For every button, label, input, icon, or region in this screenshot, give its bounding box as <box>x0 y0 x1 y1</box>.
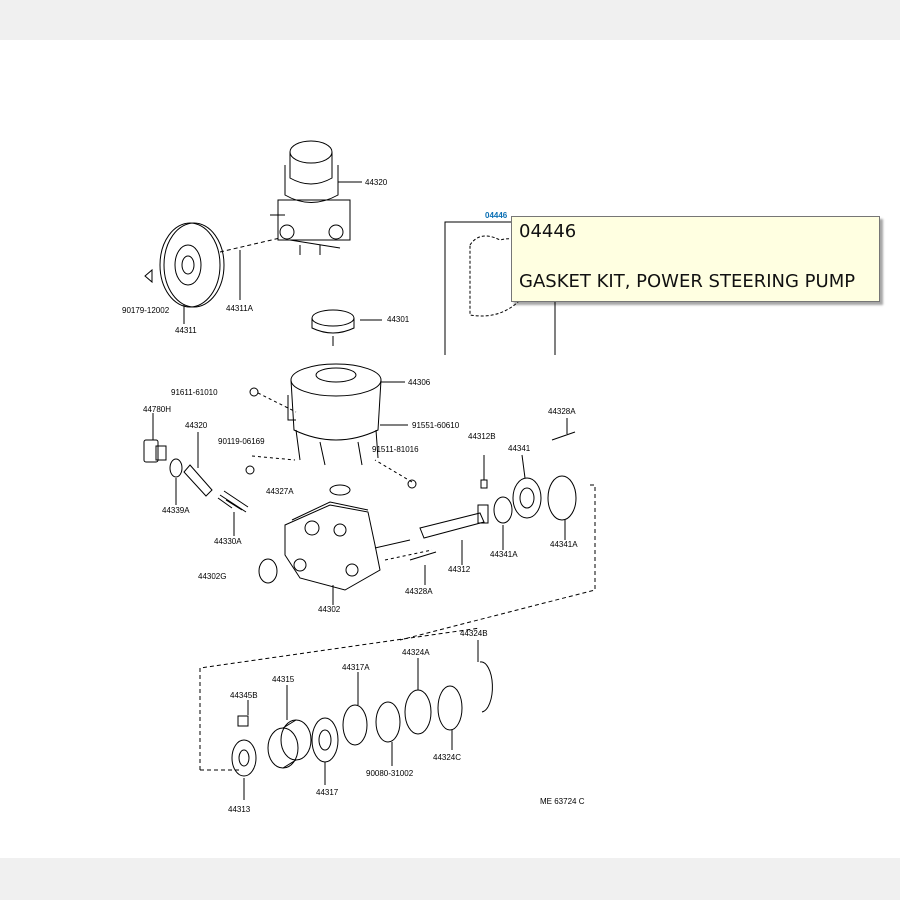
pump-body[interactable] <box>284 501 411 591</box>
o-ring-44341A[interactable] <box>547 475 577 521</box>
label-44330A[interactable]: 44330A <box>214 537 242 546</box>
o-ring-44317A[interactable] <box>342 704 368 746</box>
label-91551[interactable]: 91551-60610 <box>412 421 460 430</box>
seal-44302G[interactable] <box>258 558 278 584</box>
flow-control-valve[interactable] <box>183 464 213 497</box>
label-44324B[interactable]: 44324B <box>460 629 488 638</box>
diagram-canvas: 44320 44311A 44311 90179-12002 44301 443… <box>0 40 900 858</box>
snap-ring-44324B[interactable] <box>479 661 493 713</box>
label-44312[interactable]: 44312 <box>448 565 471 574</box>
label-44341[interactable]: 44341 <box>508 444 531 453</box>
label-44312B[interactable]: 44312B <box>468 432 496 441</box>
label-44317A[interactable]: 44317A <box>342 663 370 672</box>
key-44312B[interactable] <box>480 479 488 489</box>
label-44339A[interactable]: 44339A <box>162 506 190 515</box>
label-44780h[interactable]: 44780H <box>143 405 171 414</box>
parts-exploded-diagram: 44320 44311A 44311 90179-12002 44301 443… <box>122 140 596 814</box>
label-44328A-top[interactable]: 44328A <box>548 407 576 416</box>
label-44313[interactable]: 44313 <box>228 805 251 814</box>
label-44311A[interactable]: 44311A <box>226 304 254 313</box>
shaft-44312[interactable] <box>419 504 489 539</box>
label-04446-link[interactable]: 04446 <box>485 211 508 220</box>
label-90179[interactable]: 90179-12002 <box>122 306 170 315</box>
label-44324C[interactable]: 44324C <box>433 753 461 762</box>
label-44317[interactable]: 44317 <box>316 788 339 797</box>
label-44324A[interactable]: 44324A <box>402 648 430 657</box>
label-90080[interactable]: 90080-31002 <box>366 769 414 778</box>
tooltip-part-description: GASKET KIT, POWER STEERING PUMP <box>519 271 856 292</box>
ring-44324A[interactable] <box>404 689 432 735</box>
label-44327A[interactable]: 44327A <box>266 487 294 496</box>
bearing-44341[interactable] <box>512 477 542 519</box>
figure-reference: ME 63724 C <box>540 797 585 806</box>
label-44302[interactable]: 44302 <box>318 605 341 614</box>
label-91611[interactable]: 91611-61010 <box>171 388 218 397</box>
ring-44324C[interactable] <box>437 685 463 731</box>
pin-44328A[interactable] <box>551 431 576 441</box>
spring-44330A[interactable] <box>217 490 249 513</box>
snap-ring-44341A[interactable] <box>493 496 513 524</box>
reservoir-cap[interactable] <box>311 309 355 346</box>
gasket-44327A[interactable] <box>329 484 351 496</box>
cam-ring-44317[interactable] <box>311 717 339 763</box>
label-44302G[interactable]: 44302G <box>198 572 226 581</box>
reservoir-tank[interactable] <box>287 363 382 466</box>
label-91511[interactable]: 91511-81016 <box>372 445 419 454</box>
union-fitting[interactable] <box>143 439 167 463</box>
label-44341A[interactable]: 44341A <box>490 550 518 559</box>
pump-assembly-upper[interactable] <box>270 140 351 255</box>
pulley-nut[interactable] <box>144 268 153 284</box>
tooltip-part-code: 04446 <box>519 221 577 242</box>
rotor-44315[interactable] <box>267 719 312 769</box>
seal-90080[interactable] <box>375 701 401 743</box>
label-44315[interactable]: 44315 <box>272 675 295 684</box>
label-44311[interactable]: 44311 <box>175 326 197 335</box>
label-44320b[interactable]: 44320 <box>185 421 208 430</box>
cam-ring-44313[interactable] <box>231 739 257 777</box>
pin-44328A-lower[interactable] <box>409 551 437 561</box>
label-44306[interactable]: 44306 <box>408 378 431 387</box>
part-tooltip: 04446 GASKET KIT, POWER STEERING PUMP <box>511 216 880 302</box>
label-44328A[interactable]: 44328A <box>405 587 433 596</box>
label-44341A-2[interactable]: 44341A <box>550 540 578 549</box>
label-44345B[interactable]: 44345B <box>230 691 258 700</box>
o-ring-44339A[interactable] <box>169 458 183 478</box>
label-90119[interactable]: 90119-06169 <box>218 437 265 446</box>
vane-44345B[interactable] <box>237 715 249 727</box>
label-44320[interactable]: 44320 <box>365 178 388 187</box>
label-44301[interactable]: 44301 <box>387 315 410 324</box>
pulley[interactable] <box>159 222 225 308</box>
